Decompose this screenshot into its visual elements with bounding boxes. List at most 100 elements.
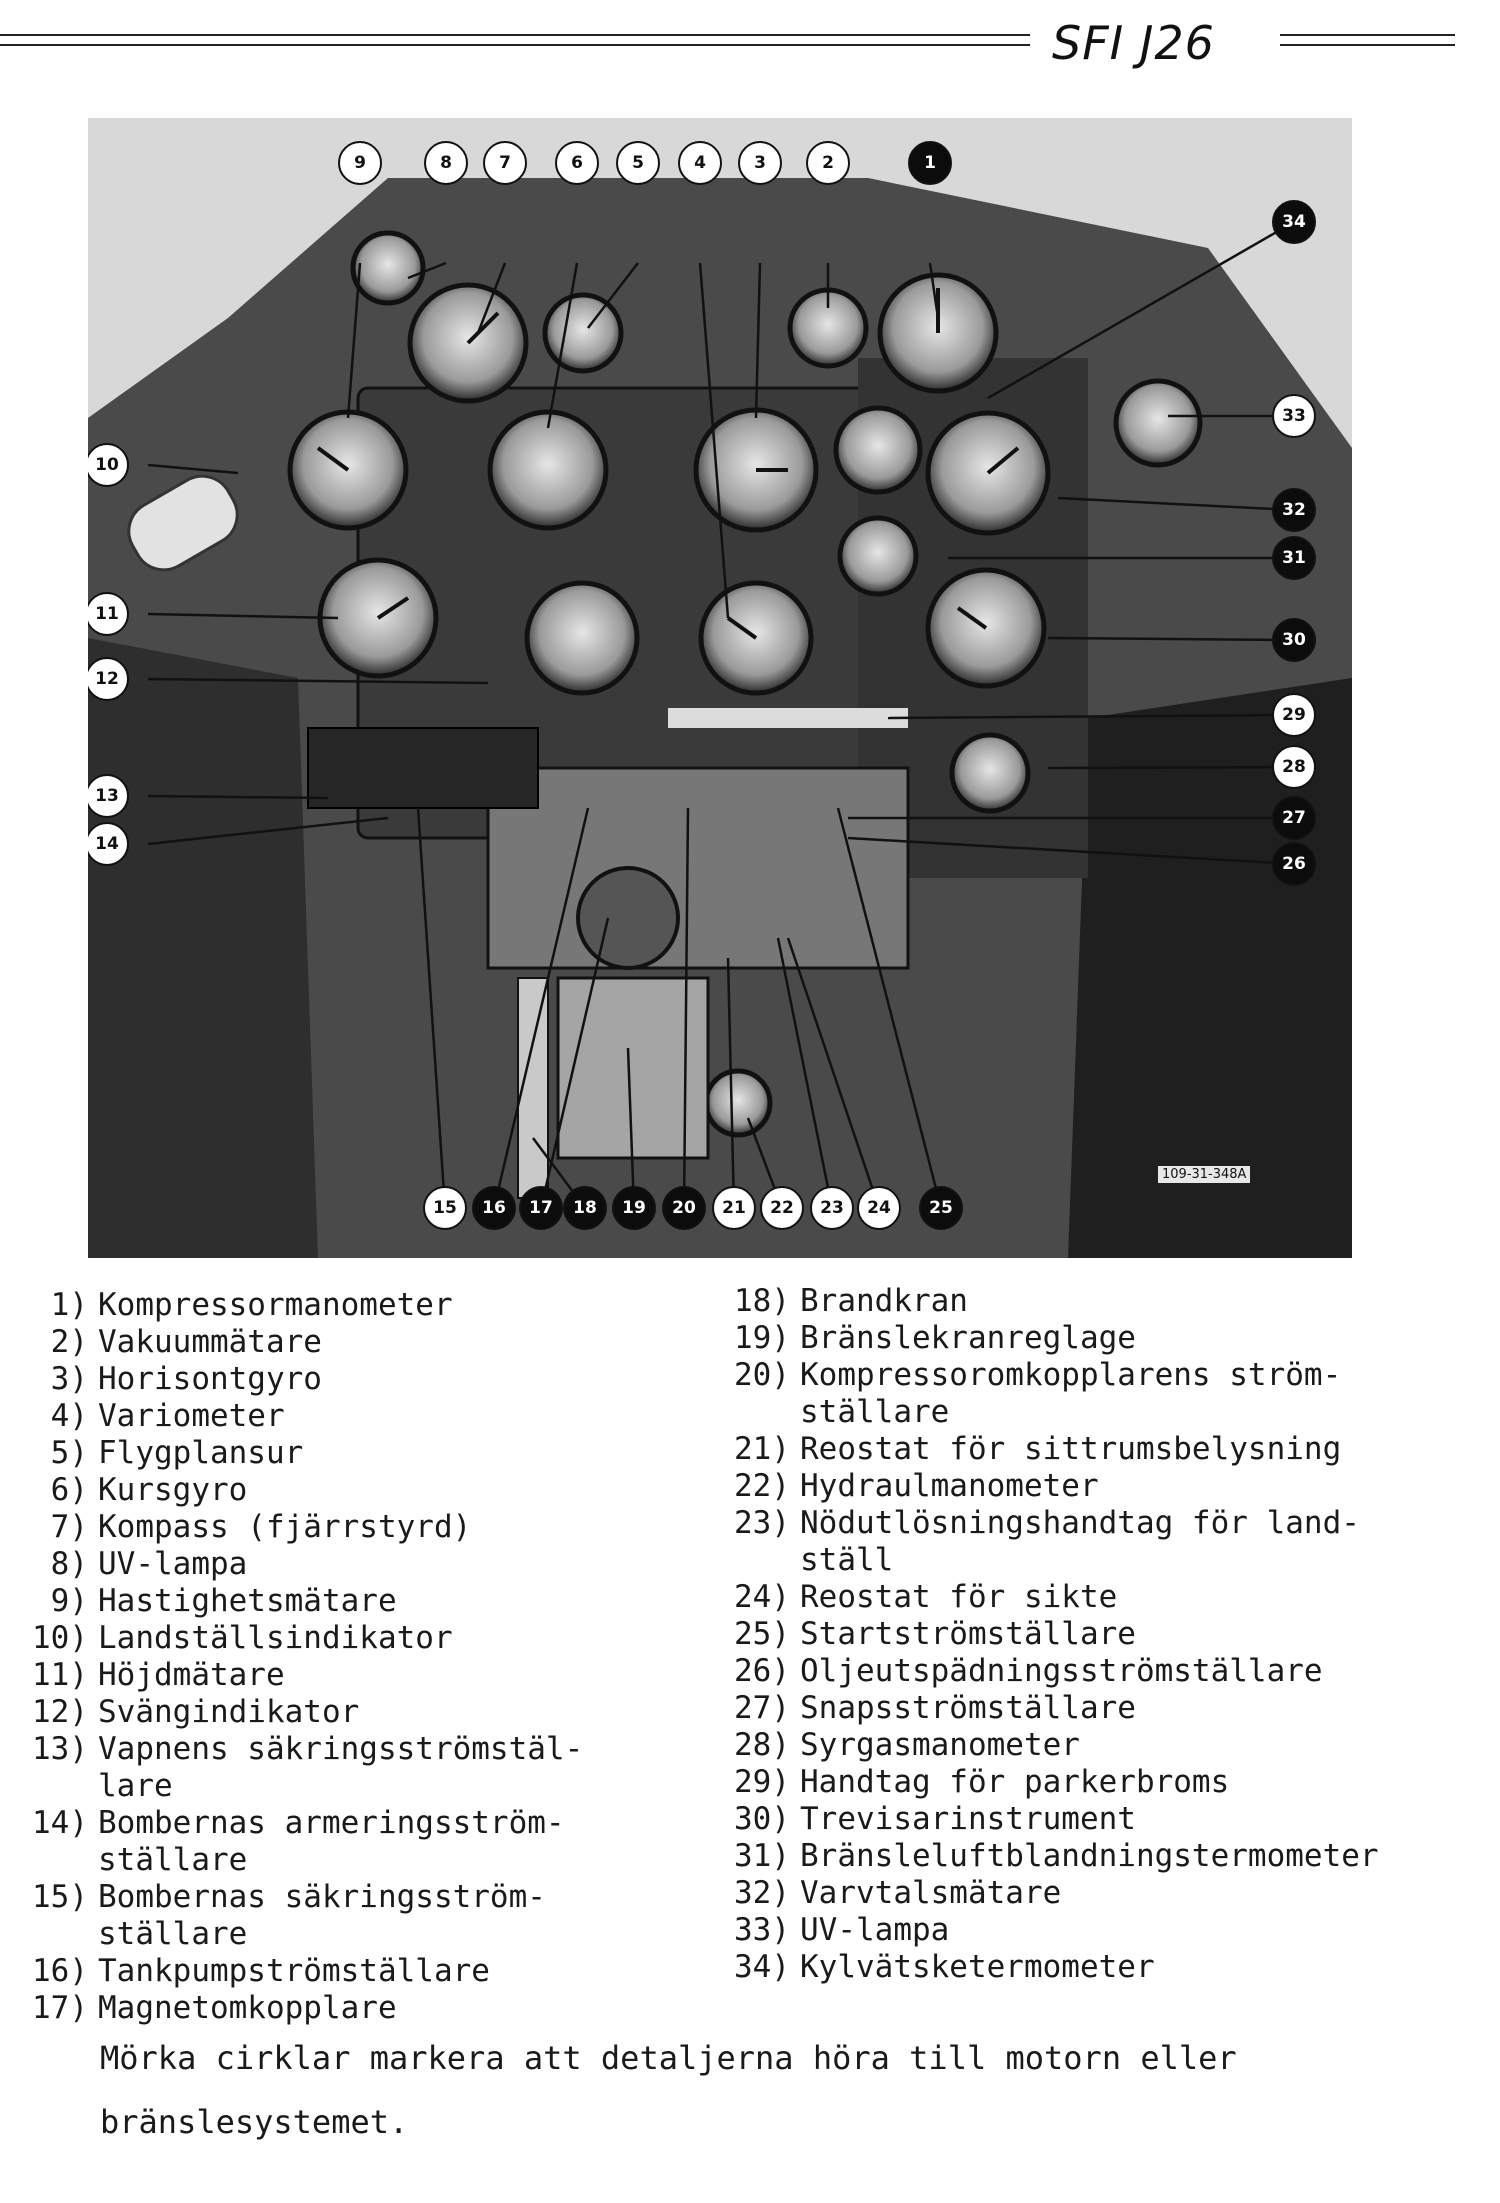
callout-4: 4 — [678, 141, 722, 185]
callout-label: 8 — [440, 153, 452, 173]
legend-number: 22) — [734, 1468, 790, 1504]
legend-item: 31)Bränsleluftblandningstermometer — [690, 1838, 1379, 1875]
legend-text: ställ — [800, 1542, 894, 1578]
callout-1: 1 — [908, 141, 952, 185]
callout-label: 14 — [95, 834, 119, 854]
legend-item: 8)UV-lampa — [8, 1546, 583, 1583]
legend-item: 14)Bombernas armeringsström- — [8, 1805, 583, 1842]
legend-number: 11) — [32, 1657, 88, 1693]
header-rule-left-top — [0, 34, 1030, 36]
callout-17: 17 — [519, 1186, 563, 1230]
callout-label: 24 — [867, 1198, 891, 1218]
callout-5: 5 — [616, 141, 660, 185]
legend-text: Variometer — [98, 1398, 285, 1434]
legend-number: 6) — [50, 1472, 88, 1508]
callout-label: 21 — [722, 1198, 746, 1218]
callout-label: 32 — [1282, 500, 1306, 520]
callout-23: 23 — [810, 1186, 854, 1230]
callout-label: 30 — [1282, 630, 1306, 650]
legend-number: 32) — [734, 1875, 790, 1911]
legend-number: 9) — [50, 1583, 88, 1619]
callout-12: 12 — [88, 657, 129, 701]
legend-item: 3)Horisontgyro — [8, 1361, 583, 1398]
legend-item: ställ — [690, 1542, 1379, 1579]
legend-number: 2) — [50, 1324, 88, 1360]
legend-number: 21) — [734, 1431, 790, 1467]
legend-text: Kompressormanometer — [98, 1287, 453, 1323]
callout-26: 26 — [1272, 842, 1316, 886]
callout-label: 15 — [433, 1198, 457, 1218]
legend-item: 27)Snapsströmställare — [690, 1690, 1379, 1727]
legend-item: 19)Bränslekranreglage — [690, 1320, 1379, 1357]
legend-number: 15) — [32, 1879, 88, 1915]
legend-text: Bränsleluftblandningstermometer — [800, 1838, 1379, 1874]
legend-text: Vakuummätare — [98, 1324, 322, 1360]
legend-text: Brandkran — [800, 1283, 968, 1319]
legend-item: 13)Vapnens säkringsströmstäl- — [8, 1731, 583, 1768]
callout-label: 6 — [571, 153, 583, 173]
cockpit-illustration — [88, 118, 1352, 1258]
callout-label: 1 — [924, 153, 936, 173]
callout-label: 28 — [1282, 757, 1306, 777]
callout-13: 13 — [88, 774, 129, 818]
legend-item: 28) Syrgasmanometer — [690, 1727, 1379, 1764]
legend-item: 22) Hydraulmanometer — [690, 1468, 1379, 1505]
callout-6: 6 — [555, 141, 599, 185]
callout-28: 28 — [1272, 745, 1316, 789]
callout-label: 22 — [770, 1198, 794, 1218]
callout-label: 26 — [1282, 854, 1306, 874]
legend-item: 24)Reostat för sikte — [690, 1579, 1379, 1616]
legend-item: 21) Reostat för sittrumsbelysning — [690, 1431, 1379, 1468]
legend-number: 14) — [32, 1805, 88, 1841]
callout-27: 27 — [1272, 796, 1316, 840]
legend-number: 33) — [734, 1912, 790, 1948]
callout-label: 4 — [694, 153, 706, 173]
legend-text: Reostat för sikte — [800, 1579, 1118, 1615]
legend-text: Hydraulmanometer — [800, 1468, 1099, 1504]
legend-text: Flygplansur — [98, 1435, 304, 1471]
legend-item: 6)Kursgyro — [8, 1472, 583, 1509]
legend-item: 29)Handtag för parkerbroms — [690, 1764, 1379, 1801]
legend-text: Reostat för sittrumsbelysning — [800, 1431, 1342, 1467]
callout-16: 16 — [472, 1186, 516, 1230]
callout-22: 22 — [760, 1186, 804, 1230]
legend-text: Tankpumpströmställare — [98, 1953, 490, 1989]
callout-25: 25 — [919, 1186, 963, 1230]
legend-item: 1)Kompressormanometer — [8, 1287, 583, 1324]
legend-number: 5) — [50, 1435, 88, 1471]
legend-text: Hastighetsmätare — [98, 1583, 397, 1619]
legend-item: 9) Hastighetsmätare — [8, 1583, 583, 1620]
legend-text: ställare — [800, 1394, 950, 1430]
legend-text: Magnetomkopplare — [98, 1990, 397, 2026]
callout-label: 11 — [95, 604, 119, 624]
photo-reference-code: 109-31-348A — [1158, 1166, 1251, 1183]
legend-number — [8, 1768, 98, 1805]
callout-label: 9 — [354, 153, 366, 173]
legend-number: 4) — [50, 1398, 88, 1434]
legend-number: 28) — [734, 1727, 790, 1763]
callout-14: 14 — [88, 822, 129, 866]
header-rule-right-bottom — [1280, 44, 1455, 46]
legend-item: 5) Flygplansur — [8, 1435, 583, 1472]
legend-text: UV-lampa — [800, 1912, 950, 1948]
callout-11: 11 — [88, 592, 129, 636]
legend-number: 20) — [734, 1357, 790, 1393]
legend-text: Vapnens säkringsströmstäl- — [98, 1731, 584, 1767]
legend-number: 12) — [32, 1694, 88, 1730]
legend-text: Svängindikator — [98, 1694, 360, 1730]
legend-item: ställare — [690, 1394, 1379, 1431]
legend-number: 27) — [734, 1690, 790, 1726]
callout-label: 16 — [482, 1198, 506, 1218]
legend-text: Syrgasmanometer — [800, 1727, 1080, 1763]
legend-text: ställare — [98, 1916, 248, 1952]
callout-label: 34 — [1282, 212, 1306, 232]
callout-3: 3 — [738, 141, 782, 185]
callout-18: 18 — [563, 1186, 607, 1230]
callout-label: 2 — [822, 153, 834, 173]
legend-number — [690, 1394, 800, 1431]
legend-item: 32)Varvtalsmätare — [690, 1875, 1379, 1912]
callout-label: 12 — [95, 669, 119, 689]
legend-number: 10) — [32, 1620, 88, 1656]
document-title: SFI J26 — [1052, 16, 1215, 70]
legend-number: 29) — [734, 1764, 790, 1800]
